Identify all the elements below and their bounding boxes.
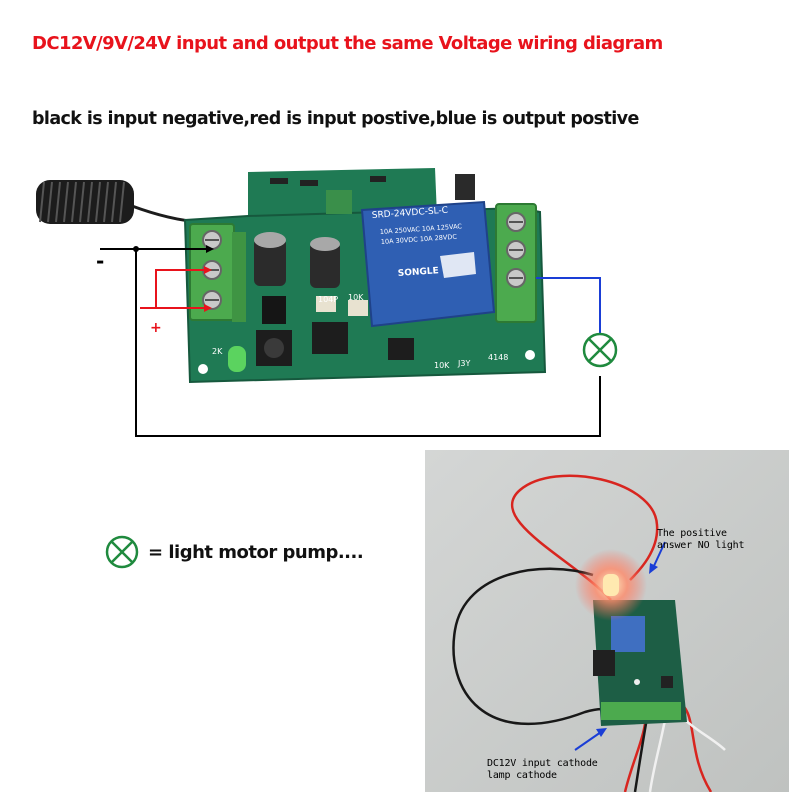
diagram-title: DC12V/9V/24V input and output the same V… <box>32 33 663 54</box>
board-components: 104P 10K 2K 10K J3Y 4148 <box>212 293 508 372</box>
wire-color-legend: black is input negative,red is input pos… <box>32 109 639 129</box>
antenna-coil <box>36 180 241 226</box>
photo-note-cathode: DC12V input cathode lamp cathode <box>487 758 598 781</box>
legend-text: = light motor pump.... <box>148 541 364 563</box>
wiring-diagram: SRD-24VDC-SL-C 10A 250VAC 10A 125VAC 10A… <box>36 168 618 437</box>
light-load-symbol-icon <box>582 332 618 368</box>
output-terminal-block <box>495 203 537 323</box>
relay: SRD-24VDC-SL-C 10A 250VAC 10A 125VAC 10A… <box>360 200 496 328</box>
legend: = light motor pump.... <box>104 532 364 572</box>
board-label-10k-a: 10K <box>348 293 364 302</box>
relay-brand: SONGLE <box>398 266 440 279</box>
output-wire <box>536 277 601 336</box>
negative-sign: - <box>96 249 104 273</box>
positive-sign: + <box>150 320 162 336</box>
board-label-104p: 104P <box>318 295 338 304</box>
board-label-4148: 4148 <box>488 353 508 362</box>
board-label-2k: 2K <box>212 347 223 356</box>
board-label-10k-b: 10K <box>434 361 450 370</box>
photo-illustration <box>425 450 789 792</box>
electrolytic-capacitors <box>254 190 352 288</box>
negative-wire <box>100 245 601 437</box>
photo-note-positive: The positive answer NO light <box>657 528 745 551</box>
positive-wire <box>140 266 212 312</box>
wiring-photo: The positive answer NO light DC12V input… <box>425 450 789 792</box>
light-load-symbol-icon <box>105 535 139 569</box>
board-label-j3y: J3Y <box>457 359 470 368</box>
